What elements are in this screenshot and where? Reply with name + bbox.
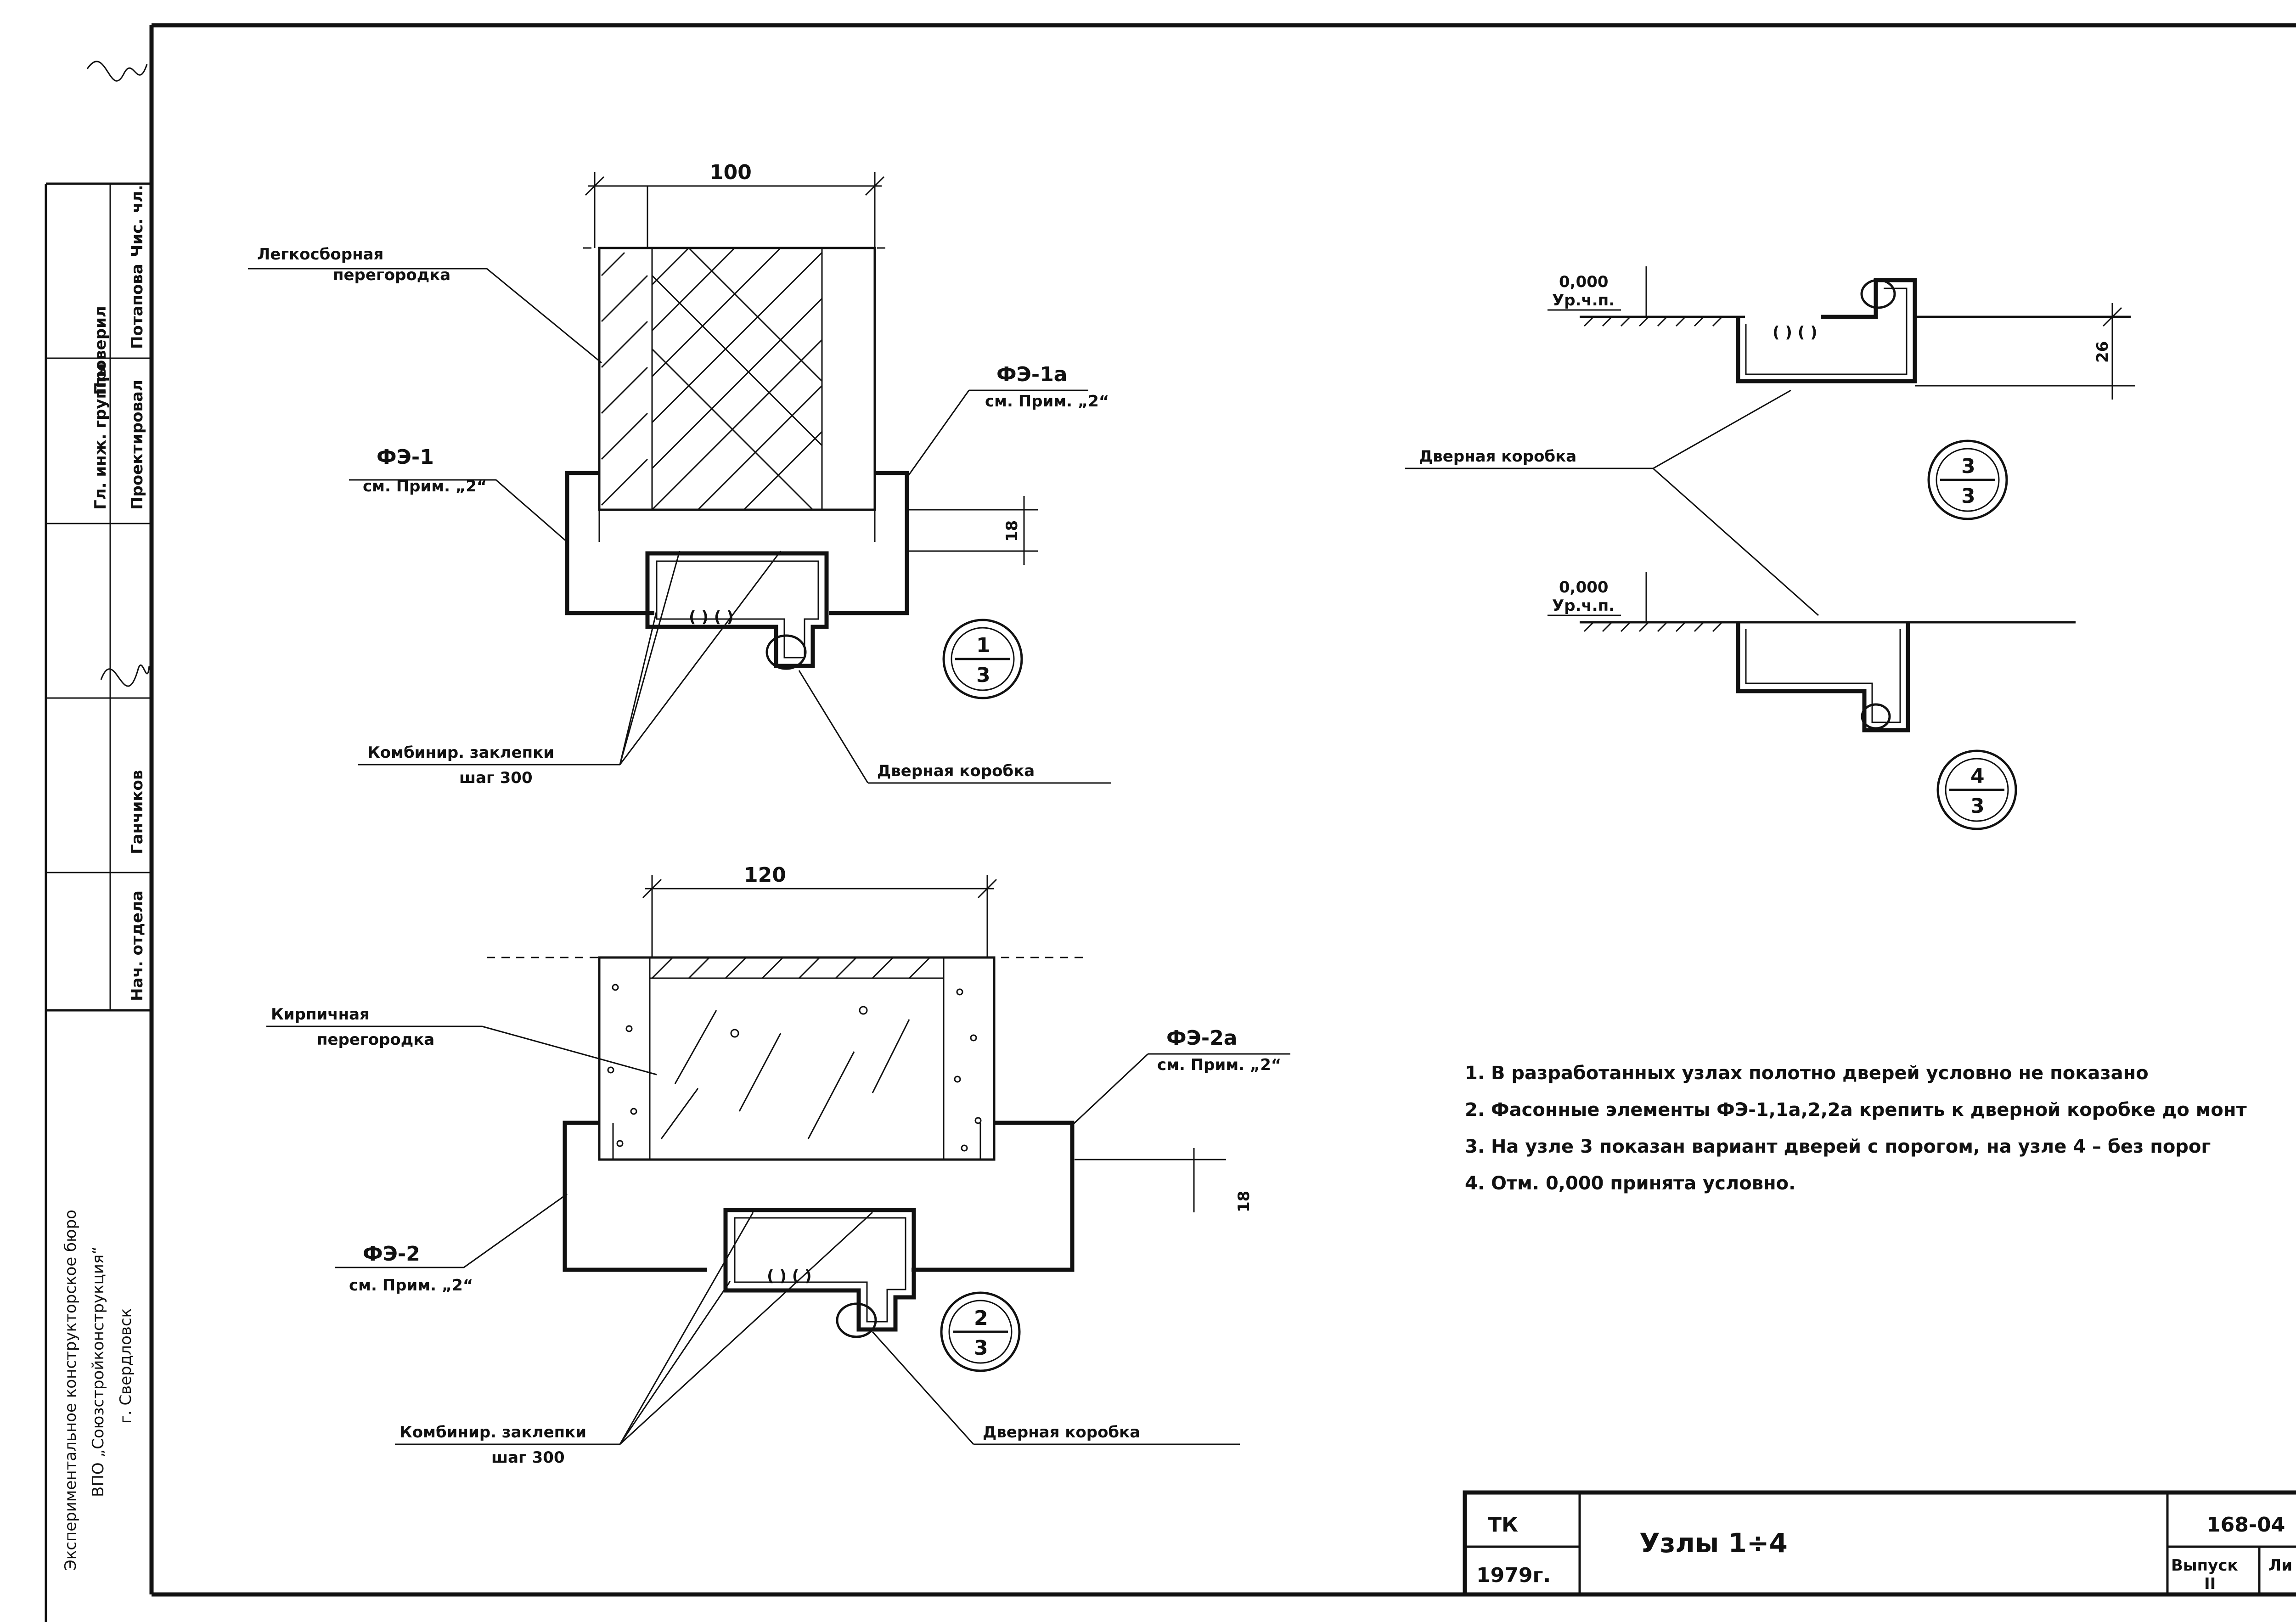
stamp-role-4: Гл. инж. группы: [91, 363, 110, 510]
stamp-role-1: Ганчиков: [128, 770, 146, 854]
node1-rivets-2: шаг 300: [459, 769, 533, 787]
node2-marker: 2 3: [940, 1291, 1021, 1372]
node1-marker-top: 1: [976, 634, 990, 657]
node3-marker-top: 3: [1961, 455, 1975, 478]
node1-fe-right-note: см. Прим. „2“: [985, 392, 1109, 411]
signature-mark-2: [100, 664, 150, 687]
node1-marker-bottom: 3: [976, 664, 990, 687]
node2-dim-120: 120: [744, 863, 786, 887]
title-sheet-label: Ли: [2268, 1556, 2292, 1575]
node2-aggregate: [607, 984, 982, 1152]
sheet-frame: [45, 23, 2296, 1622]
node2-wall-label-2: перегородка: [317, 1031, 434, 1049]
title-issue-value: II: [2204, 1575, 2216, 1593]
node1-fe-left: ФЭ-1: [377, 445, 434, 469]
node4-marker-bottom: 3: [1970, 794, 1985, 818]
stamp-role-6: Проверил: [91, 306, 110, 395]
node4-marker-top: 4: [1970, 765, 1985, 788]
stamp-org-line3: г. Свердловск: [117, 1308, 135, 1424]
side-stamp: Экспериментальное конструкторское бюро В…: [46, 61, 152, 1571]
node-2: 120: [266, 863, 1290, 1467]
node2-fe-left-note: см. Прим. „2“: [349, 1276, 473, 1295]
signature-mark: [86, 61, 148, 82]
node3-frame-label: Дверная коробка: [1419, 447, 1576, 466]
stamp-role-5: Чис. чл.: [128, 185, 146, 257]
node1-marker: 1 3: [942, 619, 1023, 699]
node4-marker: 4 3: [1936, 749, 2017, 830]
node1-rivets-1: Комбинир. заклепки: [367, 743, 554, 762]
node2-wall-label-1: Кирпичная: [271, 1005, 370, 1024]
node-3: 0,000 Ур.ч.п. ( ) ( ) 26 Дверная коробка…: [1405, 266, 2135, 616]
node1-dim-100: 100: [709, 161, 752, 184]
title-number: 168-04: [2206, 1513, 2285, 1537]
node2-hatch: [650, 957, 944, 1139]
node1-hatch: [651, 247, 823, 511]
node4-level-label: Ур.ч.п.: [1552, 597, 1615, 615]
node1-wall-label-1: Легкосборная: [257, 245, 383, 264]
node4-level-value: 0,000: [1559, 578, 1609, 597]
svg-text:( ) ( ): ( ) ( ): [1773, 323, 1818, 342]
note-3: 3. На узле 3 показан вариант дверей с по…: [1465, 1136, 2211, 1157]
title-block: ТК 1979г. Узлы 1÷4 168-04 Выпуск II Ли: [1463, 1490, 2296, 1597]
node1-fe-right: ФЭ-1а: [996, 363, 1068, 386]
node2-dim-18: 18: [1235, 1191, 1253, 1212]
stamp-org-line2: ВПО „Союзстройконструкция“: [89, 1246, 107, 1497]
node3-level-value: 0,000: [1559, 273, 1609, 291]
title-text: Узлы 1÷4: [1639, 1527, 1788, 1559]
node2-frame-label: Дверная коробка: [983, 1423, 1140, 1442]
title-issue-label: Выпуск: [2171, 1556, 2238, 1575]
node1-dim-18: 18: [1003, 520, 1021, 542]
svg-text:( ) ( ): ( ) ( ): [689, 608, 734, 626]
stamp-org-line1: Экспериментальное конструкторское бюро: [62, 1210, 80, 1571]
title-code: ТК: [1488, 1513, 1518, 1537]
note-4: 4. Отм. 0,000 принята условно.: [1465, 1173, 1795, 1194]
node3-marker: 3 3: [1927, 439, 2008, 520]
stamp-role-3: Потапова: [128, 264, 146, 349]
node2-marker-bottom: 3: [974, 1336, 988, 1360]
node-1: 100: [248, 161, 1111, 787]
node2-fe-left: ФЭ-2: [363, 1242, 420, 1266]
node3-marker-bottom: 3: [1961, 484, 1975, 508]
node-4: 0,000 Ур.ч.п. 4 3: [1548, 572, 2076, 830]
svg-text:( ) ( ): ( ) ( ): [767, 1267, 812, 1285]
node3-level-label: Ур.ч.п.: [1552, 291, 1615, 310]
note-1: 1. В разработанных узлах полотно дверей …: [1465, 1063, 2149, 1084]
node3-dim-26: 26: [2093, 341, 2112, 363]
note-2: 2. Фасонные элементы ФЭ-1,1а,2,2а крепит…: [1465, 1099, 2247, 1121]
title-year: 1979г.: [1476, 1564, 1551, 1587]
stamp-role-2: Проектировал: [128, 380, 146, 510]
node2-marker-top: 2: [974, 1307, 988, 1330]
node2-fe-right: ФЭ-2а: [1166, 1026, 1238, 1050]
node2-fe-right-note: см. Прим. „2“: [1157, 1056, 1281, 1074]
node2-rivets-2: шаг 300: [491, 1448, 565, 1467]
stamp-role-0: Нач. отдела: [128, 890, 146, 1001]
node1-frame-label: Дверная коробка: [877, 762, 1035, 780]
node2-rivets-1: Комбинир. заклепки: [400, 1423, 586, 1442]
notes: 1. В разработанных узлах полотно дверей …: [1465, 1063, 2247, 1194]
